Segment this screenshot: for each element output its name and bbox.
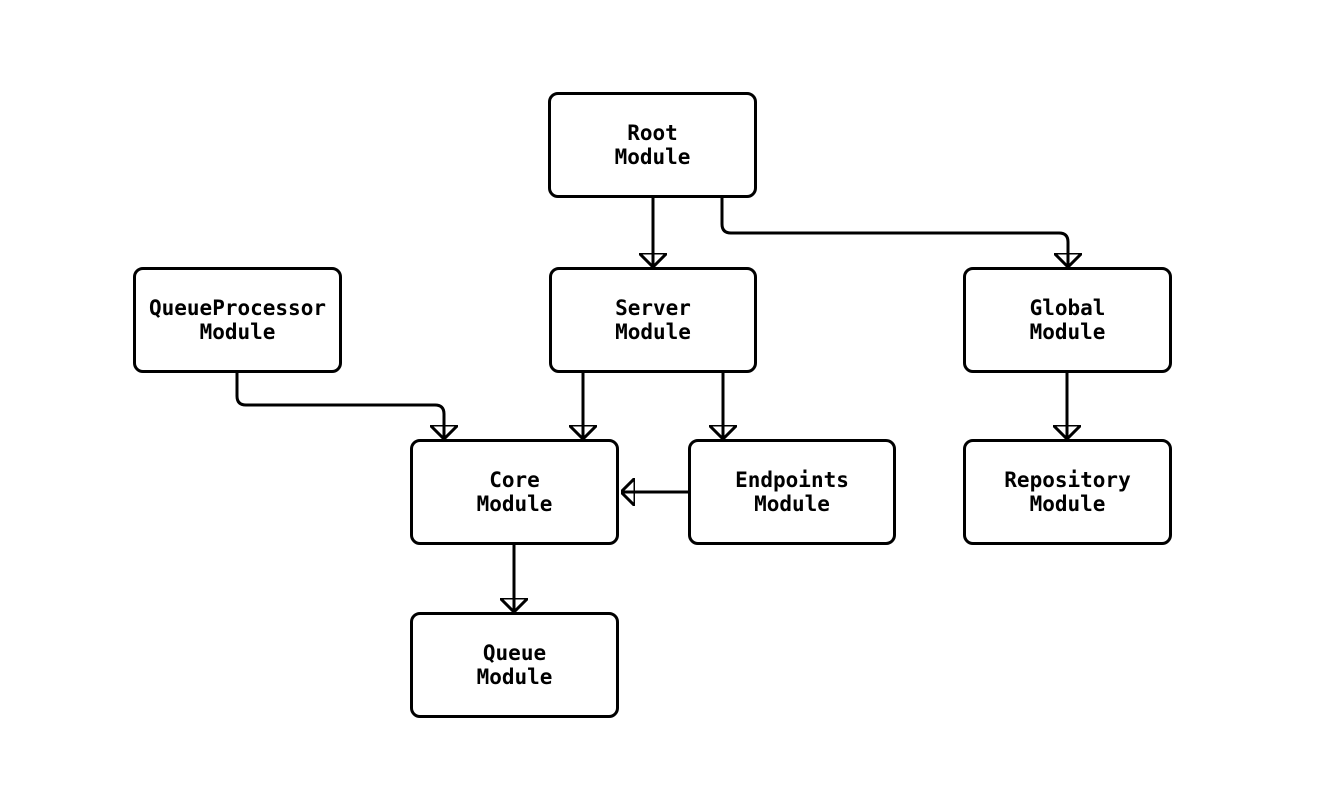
node-core-label-line1: Core [489,468,540,492]
node-endpoints-module: Endpoints Module [688,439,896,545]
node-global-label-line1: Global [1029,296,1106,320]
node-root-label-line1: Root [627,121,678,145]
node-endpoints-label-line2: Module [754,492,830,516]
node-repository-label-line1: Repository [1004,468,1131,492]
node-server-label-line2: Module [615,320,691,344]
node-endpoints-label-line1: Endpoints [735,468,849,492]
node-queueprocessor-label-line1: QueueProcessor [148,296,326,320]
node-core-module: Core Module [410,439,619,545]
node-server-label-line1: Server [615,296,691,320]
node-server-module: Server Module [549,267,757,373]
edge-root-to-global [720,198,1068,265]
node-global-label-line2: Module [1029,320,1106,344]
edge-queueprocessor-to-core [235,373,444,437]
node-repository-module: Repository Module [963,439,1172,545]
node-queueprocessor-label-line2: Module [199,320,276,344]
node-queue-label-line2: Module [476,665,553,689]
node-root-label-line2: Module [614,145,691,169]
node-root-module: Root Module [548,92,757,198]
node-core-label-line2: Module [476,492,553,516]
node-global-module: Global Module [963,267,1172,373]
node-queue-label-line1: Queue [482,641,547,665]
node-queueprocessor-module: QueueProcessor Module [133,267,342,373]
node-queue-module: Queue Module [410,612,619,718]
node-repository-label-line2: Module [1029,492,1106,516]
